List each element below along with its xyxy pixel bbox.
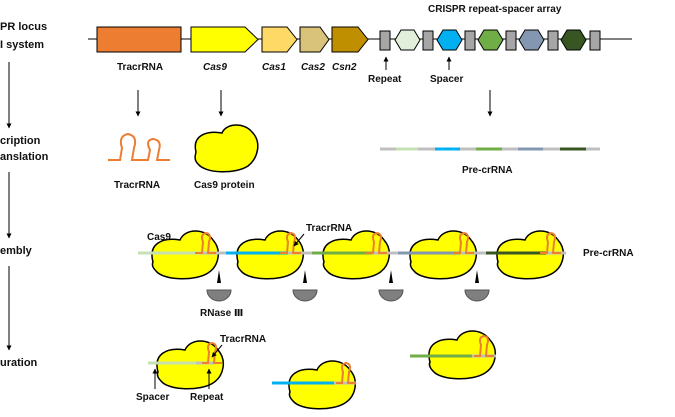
- step-label-transcription-1: cription: [0, 135, 41, 147]
- spacer-hexagon: [394, 29, 421, 51]
- repeat-box: [422, 30, 434, 51]
- maturation-label-tracrrna: TracrRNA: [220, 334, 266, 345]
- gene-label-cas2: Cas2: [301, 62, 325, 73]
- rnase-label: RNase Ⅲ: [200, 308, 243, 319]
- tracrrna-squiggle: [108, 132, 170, 161]
- product-label-cas9-protein: Cas9 protein: [194, 180, 255, 191]
- repeat-box: [379, 30, 391, 51]
- step-label-assembly: embly: [0, 245, 33, 257]
- gene-label-csn2: Csn2: [332, 62, 357, 73]
- product-label-tracrrna: TracrRNA: [114, 180, 160, 191]
- spacer-hexagon: [518, 29, 545, 51]
- gene-label-tracr: TracrRNA: [117, 62, 163, 73]
- repeat-box: [505, 30, 517, 51]
- spacer-hexagon: [436, 29, 463, 51]
- maturation-label-spacer: Spacer: [136, 392, 169, 403]
- spacer-label: Spacer: [430, 74, 463, 85]
- repeat-label: Repeat: [368, 74, 402, 85]
- csn2-gene-arrow: [331, 26, 369, 53]
- crispr-array: [379, 29, 601, 51]
- step-label-locus-2: I system: [0, 39, 44, 51]
- assembly-label-pre-crrna: Pre-crRNA: [583, 248, 634, 259]
- cas2-gene-arrow: [299, 26, 330, 53]
- gene-label-cas1: Cas1: [262, 62, 286, 73]
- cas1-gene-arrow: [261, 26, 298, 53]
- mature-complexes: [148, 330, 497, 410]
- spacer-hexagon: [560, 29, 587, 51]
- repeat-box: [547, 30, 559, 51]
- product-label-pre-crrna: Pre-crRNA: [462, 165, 513, 176]
- cas9-gene-arrow: [190, 26, 259, 53]
- maturation-label-repeat: Repeat: [190, 392, 224, 403]
- array-title: CRISPR repeat-spacer array: [428, 4, 562, 15]
- repeat-box: [589, 30, 601, 51]
- assembly-complexes: [138, 230, 566, 302]
- cas9-protein-shape: [194, 124, 259, 173]
- step-label-transcription-2: anslation: [0, 151, 49, 163]
- step-label-maturation: uration: [0, 357, 38, 369]
- tracr-gene-box: [96, 26, 182, 53]
- step-label-locus-1: PR locus: [0, 21, 47, 33]
- repeat-box: [464, 30, 476, 51]
- spacer-hexagon: [477, 29, 504, 51]
- assembly-label-cas9: Cas9: [147, 232, 171, 243]
- assembly-label-tracrrna: TracrRNA: [306, 223, 352, 234]
- gene-label-cas9: Cas9: [203, 62, 227, 73]
